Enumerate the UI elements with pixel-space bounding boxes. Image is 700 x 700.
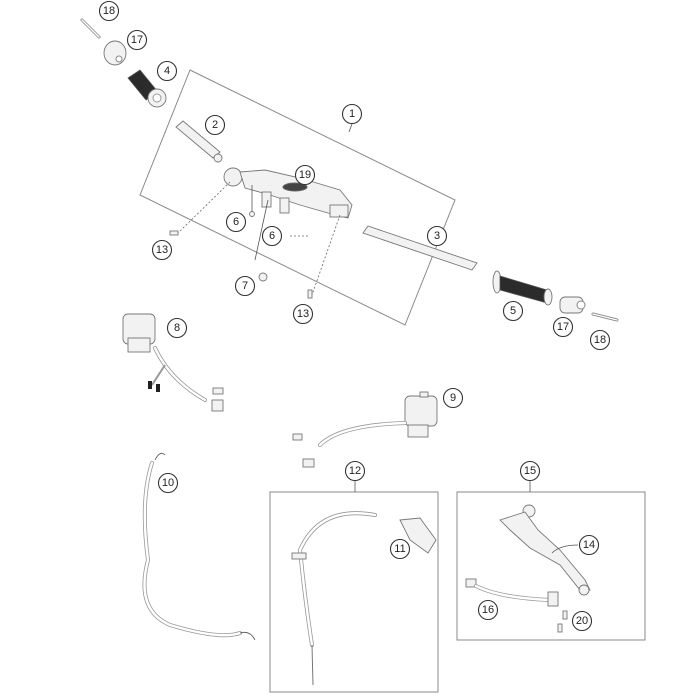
callout-6a[interactable]: 6 [225,211,247,233]
switch-harness [465,578,559,607]
group-frame-15 [456,491,646,641]
svg-text:19: 19 [299,169,311,181]
callout-7[interactable]: 7 [234,275,256,297]
clutch-cable [142,452,256,641]
callout-11[interactable]: 11 [389,538,411,560]
svg-text:7: 7 [242,280,248,292]
throttle-cover [399,517,437,554]
callout-6b[interactable]: 6 [261,225,283,247]
right-grip [492,270,553,306]
triple-clamp [223,167,353,219]
svg-text:11: 11 [394,543,405,555]
clutch-lever [499,504,591,596]
callout-16[interactable]: 16 [477,599,499,621]
callout-17a[interactable]: 17 [126,29,148,51]
svg-text:18: 18 [103,5,115,17]
svg-text:13: 13 [297,308,309,320]
callout-5[interactable]: 5 [502,300,524,322]
svg-text:6: 6 [233,216,239,228]
svg-text:14: 14 [583,539,595,551]
bar-end-screw-right [591,312,619,322]
callout-18b[interactable]: 18 [589,329,611,351]
left-bar-tube [175,120,223,163]
group-frame-1 [139,69,456,326]
set-screw-20b [557,623,563,633]
svg-text:6: 6 [269,230,275,242]
svg-text:12: 12 [349,465,361,477]
svg-text:18: 18 [594,334,606,346]
left-switch [122,313,224,412]
svg-text:3: 3 [434,230,440,242]
bar-end-weight-left [103,40,127,66]
callout-13a[interactable]: 13 [151,239,173,261]
svg-text:4: 4 [164,65,170,77]
bolt-13a [169,230,179,236]
callout-4[interactable]: 4 [156,60,178,82]
group-frame-12 [269,491,439,693]
svg-text:1: 1 [349,108,355,120]
leader-13a [177,181,231,234]
callout-12[interactable]: 12 [344,460,366,482]
right-switch [292,391,438,468]
callout-10[interactable]: 10 [157,472,179,494]
bar-end-screw-left [80,18,101,39]
callout-1[interactable]: 1 [341,103,363,125]
callout-19[interactable]: 19 [294,164,316,186]
leader-1 [348,123,353,133]
callout-3[interactable]: 3 [426,225,448,247]
svg-text:17: 17 [131,34,143,46]
svg-text:5: 5 [510,305,516,317]
svg-text:2: 2 [212,119,218,131]
svg-text:20: 20 [576,615,588,627]
leader-7 [254,199,269,261]
svg-text:16: 16 [482,604,494,616]
throttle-cable [291,511,377,686]
left-grip [127,69,167,108]
svg-text:10: 10 [162,477,174,489]
bolt-13b [307,289,313,299]
svg-text:9: 9 [450,392,456,404]
callout-9[interactable]: 9 [442,387,464,409]
right-bar-tube [362,225,478,271]
callout-14[interactable]: 14 [578,534,600,556]
nut-7 [258,272,268,282]
svg-text:13: 13 [156,244,168,256]
callout-18a[interactable]: 18 [98,0,120,22]
svg-text:15: 15 [524,465,536,477]
screw-6a [249,211,255,217]
callout-15[interactable]: 15 [519,460,541,482]
leader-13b [311,214,341,296]
svg-text:17: 17 [557,321,569,333]
callout-13b[interactable]: 13 [292,303,314,325]
bar-end-weight-right [559,296,586,314]
callout-17b[interactable]: 17 [552,316,574,338]
svg-text:8: 8 [174,322,180,334]
callout-8[interactable]: 8 [166,317,188,339]
set-screw-20a [562,610,568,620]
callout-20[interactable]: 20 [571,610,593,632]
callout-2[interactable]: 2 [204,114,226,136]
